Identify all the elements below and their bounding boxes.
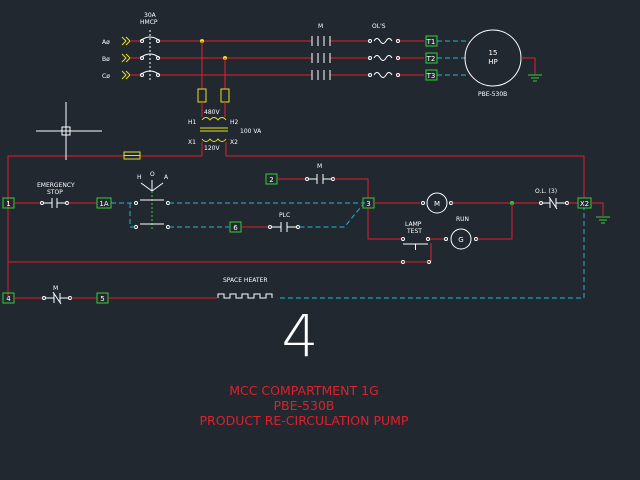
motor-feeder-wires [437, 40, 467, 76]
hoa-a-label: A [164, 174, 169, 181]
overload-relays [368, 38, 400, 78]
heater-field-wire [280, 208, 585, 299]
overloads-label: OL'S [372, 23, 386, 30]
contactor-m [311, 36, 331, 80]
control-ground-icon [596, 216, 610, 224]
crosshair-cursor-icon [36, 102, 102, 160]
ground-icon [528, 74, 542, 82]
motor-coil-label: M [434, 200, 440, 208]
contactor-label: M [318, 23, 323, 30]
terminal-2-label: 2 [269, 176, 273, 184]
run-label: RUN [456, 216, 469, 223]
terminal-1-label: 1 [6, 200, 10, 208]
heater-contact-label: M [53, 285, 58, 292]
title-line-2: PBE-530B [274, 398, 335, 413]
control-transformer: 480V H1 H2 100 VA X1 X2 120V [188, 88, 262, 156]
heater-contact-m [42, 291, 72, 305]
run-lamp-label: G [458, 236, 463, 244]
space-heater-label: SPACE HEATER [223, 277, 268, 284]
fuse-h1 [197, 88, 207, 103]
primary-voltage-label: 480V [204, 109, 220, 116]
control-circuit: 1 EMERGENCY STOP 1A H O A 6 PLC [2, 151, 610, 305]
lamp-test-pushbutton [401, 237, 430, 250]
phase-b-label: Bø [102, 56, 110, 63]
plc-label: PLC [279, 212, 290, 219]
motor-hp-unit: HP [488, 58, 498, 66]
hoa-h-label: H [137, 174, 142, 181]
emergency-stop-contact [40, 198, 69, 208]
h1-label: H1 [188, 119, 197, 126]
title-block: 4 MCC COMPARTMENT 1G PBE-530B PRODUCT RE… [200, 302, 409, 428]
phase-b-arrow-icon [121, 53, 131, 63]
ol-label: O.L. (3) [535, 188, 557, 195]
x2-label: X2 [230, 139, 238, 146]
terminal-4-label: 4 [6, 295, 11, 303]
aux-contact-label: M [317, 163, 322, 170]
run-lamp-icon [450, 228, 472, 250]
plc-field-wire [299, 204, 363, 228]
motor-id-label: PBE-530B [478, 91, 507, 98]
hoa-auto-wire [129, 203, 229, 228]
plc-contact [268, 222, 300, 232]
motor-hp-value: 15 [489, 49, 498, 57]
title-line-1: MCC COMPARTMENT 1G [229, 383, 379, 398]
hmcp-breaker [139, 30, 161, 80]
hoa-selector-switch [134, 180, 170, 231]
terminal-t3-label: T3 [426, 72, 436, 80]
terminal-t1-label: T1 [426, 38, 436, 46]
transformer-primary-icon [201, 117, 227, 121]
terminal-t2-label: T2 [426, 55, 436, 63]
transformer-core-icon [200, 127, 228, 132]
terminal-3-label: 3 [366, 200, 370, 208]
aux-contact-m [305, 174, 335, 184]
hmcp-label: HMCP [140, 19, 158, 26]
secondary-voltage-label: 120V [204, 145, 220, 152]
terminal-x2-label: X2 [580, 200, 589, 208]
test-label: TEST [406, 228, 422, 235]
sheet-number: 4 [282, 302, 319, 370]
va-rating-label: 100 VA [240, 128, 262, 135]
emergency-label: EMERGENCY [37, 182, 75, 189]
terminal-1a-label: 1A [99, 200, 108, 208]
title-line-3: PRODUCT RE-CIRCULATION PUMP [200, 413, 409, 428]
phase-c-label: Cø [102, 73, 110, 80]
hoa-o-label: O [150, 171, 155, 178]
overload-contacts [539, 196, 569, 210]
space-heater-icon [217, 293, 273, 299]
motor-coil-icon [426, 192, 448, 214]
lamp-label: LAMP [405, 221, 422, 228]
hmcp-rating-label: 30A [144, 12, 157, 19]
motor-ground-wire [521, 57, 536, 74]
neutral-bus-wire [226, 155, 585, 198]
x1-label: X1 [188, 139, 196, 146]
power-circuit: Aø Bø Cø 30A HMCP M OL'S [102, 12, 542, 98]
transformer-secondary-icon [201, 138, 227, 142]
terminal-6-label: 6 [233, 224, 238, 232]
phase-a-label: Aø [102, 39, 110, 46]
fuse-h2 [220, 88, 230, 103]
terminal-5-label: 5 [100, 295, 104, 303]
phase-c-arrow-icon [121, 70, 131, 80]
stop-label: STOP [47, 189, 63, 196]
h2-label: H2 [230, 119, 239, 126]
phase-a-arrow-icon [121, 36, 131, 46]
